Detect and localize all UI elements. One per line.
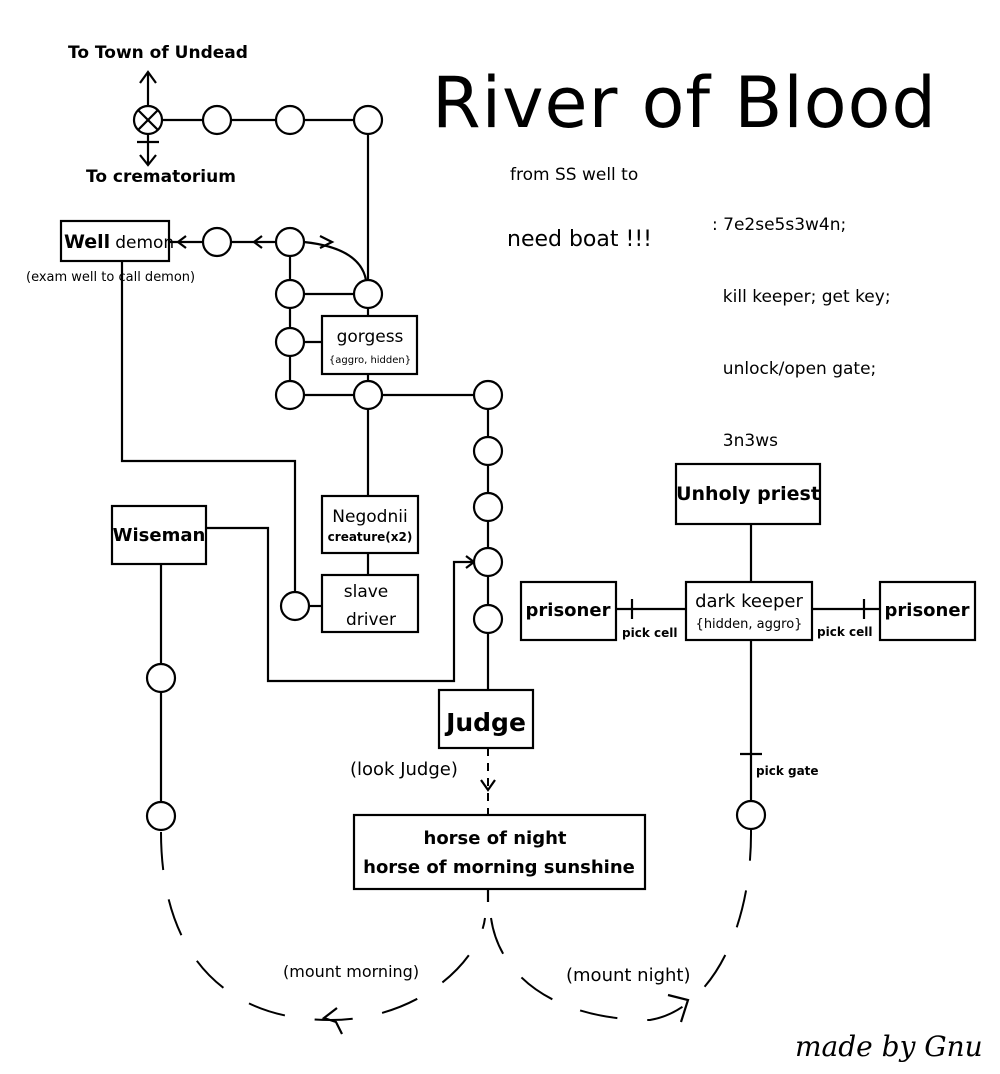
gorgess-tags: {aggro, hidden} — [329, 355, 411, 366]
mount-morning-label: (mount morning) — [283, 962, 419, 981]
mount-night-label: (mount night) — [566, 965, 691, 986]
exit-south-label: To crematorium — [86, 167, 236, 187]
gorgess-name: gorgess — [337, 327, 404, 347]
room[interactable] — [274, 104, 306, 136]
room[interactable] — [201, 226, 233, 258]
room[interactable] — [201, 104, 233, 136]
route-step: : 7e2se5s3w4n; — [712, 215, 847, 235]
room-start-crossed[interactable] — [132, 104, 164, 136]
well-demon-name: demon — [115, 233, 174, 253]
pick-cell-right-label: pick cell — [817, 625, 872, 639]
room[interactable] — [274, 278, 306, 310]
room[interactable] — [274, 379, 306, 411]
npc-prisoner-right[interactable]: prisoner — [878, 580, 977, 642]
unholy-priest-name: Unholy priest — [676, 483, 820, 505]
pick-gate-label: pick gate — [756, 764, 819, 778]
room[interactable] — [274, 226, 306, 258]
npc-wiseman[interactable]: Wiseman — [110, 504, 208, 566]
room[interactable] — [472, 546, 504, 578]
room[interactable] — [145, 800, 177, 832]
dark-keeper-tags: {hidden, aggro} — [696, 617, 803, 632]
slave-driver-line1: slave — [344, 582, 389, 602]
npc-prisoner-left[interactable]: prisoner — [519, 580, 618, 642]
route-step: kill keeper; get key; — [712, 287, 891, 307]
exit-north-label: To Town of Undead — [68, 43, 248, 63]
judge-name: Judge — [444, 708, 526, 737]
prisoner-right-name: prisoner — [885, 600, 970, 621]
room[interactable] — [472, 379, 504, 411]
room[interactable] — [352, 379, 384, 411]
npc-unholy-priest[interactable]: Unholy priest — [674, 462, 822, 526]
npc-judge[interactable]: Judge — [437, 688, 535, 750]
look-judge-label: (look Judge) — [350, 759, 458, 780]
room[interactable] — [352, 104, 384, 136]
negodnii-name: Negodnii — [332, 507, 407, 527]
npc-negodnii[interactable]: Negodnii creature(x2) — [320, 494, 420, 555]
room[interactable] — [472, 603, 504, 635]
slave-driver-line2: driver — [346, 610, 396, 630]
well-demon-hint: (exam well to call demon) — [26, 270, 195, 285]
wiseman-name: Wiseman — [113, 525, 206, 546]
mount-paths — [160, 829, 753, 1035]
room[interactable] — [352, 278, 384, 310]
prisoner-left-name: prisoner — [526, 600, 611, 621]
room[interactable] — [472, 435, 504, 467]
npc-gorgess[interactable]: gorgess {aggro, hidden} — [320, 314, 419, 376]
route-step: unlock/open gate; — [712, 359, 877, 379]
well-demon-name-bold: Well — [64, 231, 110, 253]
room[interactable] — [145, 662, 177, 694]
route-steps: : 7e2se5s3w4n; kill keeper; get key; unl… — [712, 165, 891, 477]
room[interactable] — [735, 799, 767, 831]
npc-dark-keeper[interactable]: dark keeper {hidden, aggro} — [684, 580, 814, 642]
rooms — [132, 104, 767, 832]
horses-line1: horse of night — [424, 828, 567, 849]
route-label: from SS well to — [510, 165, 639, 185]
dark-keeper-name: dark keeper — [695, 591, 803, 612]
room[interactable] — [279, 590, 311, 622]
author-credit: made by Gnu — [795, 1030, 983, 1063]
room[interactable] — [274, 326, 306, 358]
need-boat-note: need boat !!! — [507, 227, 652, 252]
npc-slave-driver[interactable]: slave driver — [320, 573, 420, 634]
npc-horses[interactable]: horse of night horse of morning sunshine — [352, 813, 647, 891]
exit-north-arrow-icon — [139, 70, 157, 105]
room[interactable] — [472, 491, 504, 523]
negodnii-sub: creature(x2) — [328, 530, 413, 544]
pick-cell-left-label: pick cell — [622, 626, 677, 640]
horses-line2: horse of morning sunshine — [363, 857, 635, 878]
exit-south-arrow-icon — [137, 135, 159, 167]
map-title: River of Blood — [432, 62, 937, 144]
route-step: 3n3ws — [712, 431, 778, 451]
